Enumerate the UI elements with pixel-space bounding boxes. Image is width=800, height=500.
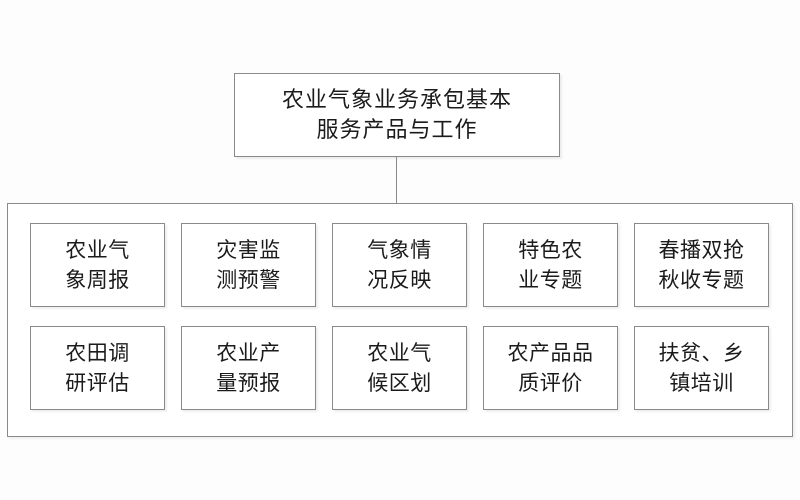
leaf-line-1: 灾害监 (216, 238, 281, 262)
leaf-line-1: 扶贫、乡 (658, 341, 745, 365)
leaf-line-1: 特色农 (518, 238, 583, 262)
leaf-node-disaster-monitoring-warning: 灾害监 测预警 (181, 223, 316, 307)
root-node-line-1: 农业气象业务承包基本 (281, 87, 512, 112)
leaf-node-agroclimatic-zoning: 农业气 候区划 (332, 326, 467, 410)
leaf-node-produce-quality-evaluation: 农产品品 质评价 (483, 326, 618, 410)
connector-root-to-group (396, 157, 397, 204)
root-node-box: 农业气象业务承包基本 服务产品与工作 (234, 73, 560, 157)
leaf-group-container: 农业气 象周报 灾害监 测预警 气象情 况反映 特色农 业专题 春播双抢 秋收专… (7, 203, 793, 437)
leaf-line-2: 象周报 (65, 268, 130, 292)
leaf-node-specialty-agriculture-topic: 特色农 业专题 (483, 223, 618, 307)
root-node-line-2: 服务产品与工作 (316, 117, 478, 142)
leaf-row-1: 农业气 象周报 灾害监 测预警 气象情 况反映 特色农 业专题 春播双抢 秋收专… (8, 223, 794, 308)
leaf-line-1: 农业产 (216, 341, 281, 365)
leaf-line-1: 农田调 (65, 341, 130, 365)
leaf-node-farmland-survey-assessment: 农田调 研评估 (30, 326, 165, 410)
leaf-line-2: 量预报 (216, 371, 281, 395)
leaf-line-2: 候区划 (367, 371, 432, 395)
leaf-line-2: 镇培训 (669, 371, 734, 395)
leaf-line-2: 质评价 (518, 371, 583, 395)
leaf-row-2: 农田调 研评估 农业产 量预报 农业气 候区划 农产品品 质评价 扶贫、乡 镇培… (8, 326, 794, 411)
leaf-node-poverty-alleviation-township-training: 扶贫、乡 镇培训 (634, 326, 769, 410)
leaf-line-2: 测预警 (216, 268, 281, 292)
leaf-line-1: 农业气 (367, 341, 432, 365)
leaf-node-spring-sowing-autumn-harvest-topic: 春播双抢 秋收专题 (634, 223, 769, 307)
leaf-node-weather-situation-report: 气象情 况反映 (332, 223, 467, 307)
leaf-line-1: 气象情 (367, 238, 432, 262)
leaf-line-1: 农产品品 (507, 341, 594, 365)
leaf-line-2: 研评估 (65, 371, 130, 395)
leaf-line-2: 况反映 (367, 268, 432, 292)
leaf-line-1: 农业气 (65, 238, 130, 262)
leaf-line-2: 秋收专题 (658, 268, 745, 292)
leaf-line-1: 春播双抢 (658, 238, 745, 262)
leaf-node-agricultural-yield-forecast: 农业产 量预报 (181, 326, 316, 410)
leaf-node-agro-weekly-report: 农业气 象周报 (30, 223, 165, 307)
leaf-line-2: 业专题 (518, 268, 583, 292)
